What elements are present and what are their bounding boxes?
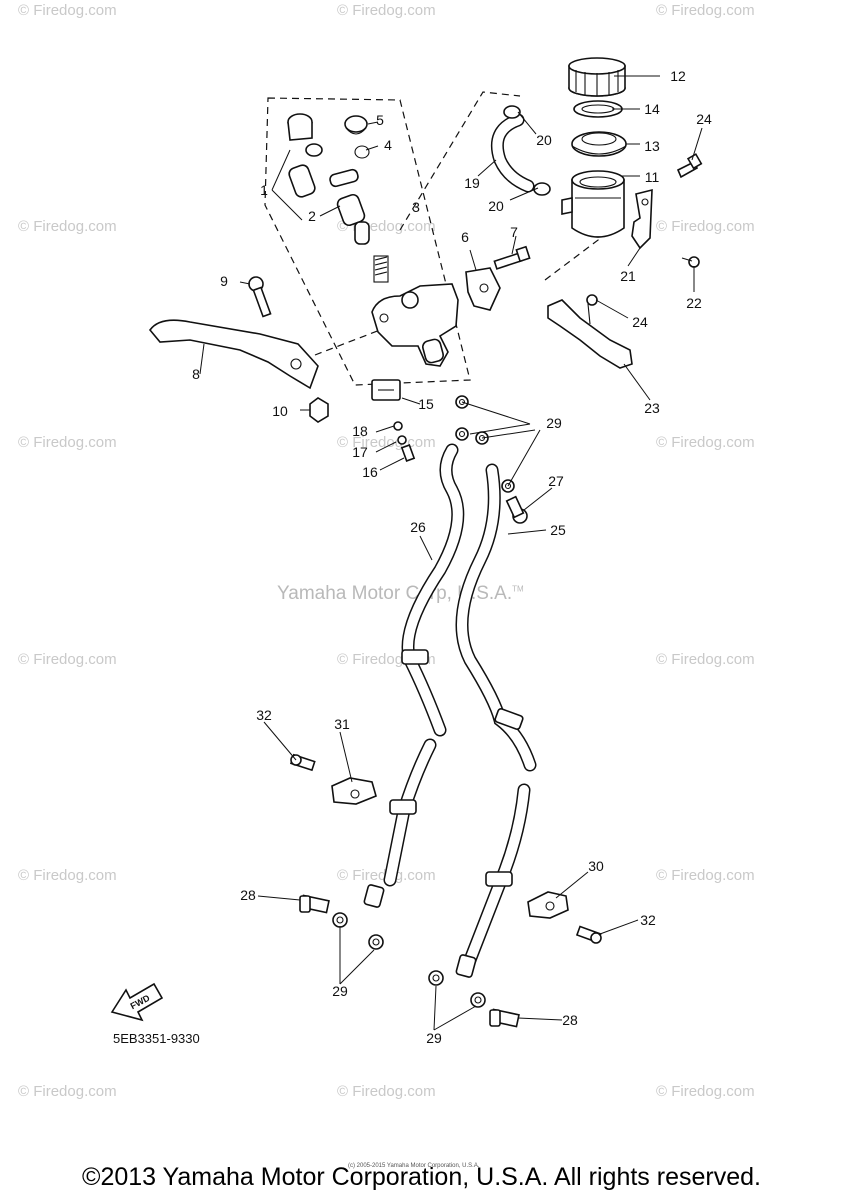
callout-32: 32 — [256, 707, 272, 723]
callout-14: 14 — [644, 101, 660, 117]
hose-guide-bracket — [547, 294, 633, 369]
brake-light-switch — [371, 379, 401, 401]
hose-clip-lower — [533, 182, 551, 196]
callout-7: 7 — [510, 224, 518, 240]
watermark: © Firedog.com — [656, 867, 755, 884]
lever-link-outline — [314, 329, 381, 356]
hose-clip-upper — [503, 105, 521, 119]
bracket-screw — [681, 256, 700, 268]
holder-clamp — [465, 267, 501, 311]
copper-washer — [455, 395, 515, 493]
watermark: © Firedog.com — [18, 867, 117, 884]
watermark: © Firedog.com — [337, 1083, 436, 1100]
callout-20: 20 — [536, 132, 552, 148]
union-bolt-lower-right — [489, 1008, 520, 1028]
watermark: © Firedog.com — [18, 2, 117, 19]
watermark: © Firedog.com — [656, 2, 755, 19]
fine-print: (c) 2005-2015 Yamaha Motor Corporation, … — [348, 1163, 480, 1169]
watermark: © Firedog.com — [656, 1083, 755, 1100]
callout-12: 12 — [670, 68, 686, 84]
callout-17: 17 — [352, 444, 368, 460]
hose-clamp-left — [331, 777, 377, 805]
callout-1: 1 — [260, 182, 268, 198]
callout-29: 29 — [332, 983, 348, 999]
callout-23: 23 — [644, 400, 660, 416]
cylinder-cup — [287, 113, 313, 141]
diaphragm — [571, 131, 627, 157]
callout-24: 24 — [632, 314, 648, 330]
callout-22: 22 — [686, 295, 702, 311]
callout-3: 3 — [412, 199, 420, 215]
callout-leaders — [199, 75, 703, 1031]
watermark: © Firedog.com — [337, 434, 436, 451]
forward-arrow-icon — [110, 982, 164, 1022]
callout-32: 32 — [640, 912, 656, 928]
callout-28: 28 — [562, 1012, 578, 1028]
lever-nut — [309, 397, 329, 423]
hose-fitting — [363, 649, 524, 978]
union-bolt-lower-left — [299, 894, 330, 914]
hose-clamp-right — [527, 891, 569, 919]
push-rod — [329, 168, 359, 188]
callout-4: 4 — [384, 137, 392, 153]
callout-6: 6 — [461, 229, 469, 245]
diagram-part-code: 5EB3351-9330 — [113, 1031, 200, 1046]
hose-kit-outline — [399, 91, 521, 231]
reservoir-bracket — [631, 188, 653, 250]
watermark: © Firedog.com — [18, 1083, 117, 1100]
callout-30: 30 — [588, 858, 604, 874]
callout-2: 2 — [308, 208, 316, 224]
callout-21: 21 — [620, 268, 636, 284]
callout-28: 28 — [240, 887, 256, 903]
watermark: © Firedog.com — [337, 2, 436, 19]
piston-assembly — [288, 164, 370, 245]
callout-31: 31 — [334, 716, 350, 732]
callout-26: 26 — [410, 519, 426, 535]
master-cylinder-body — [371, 283, 459, 367]
copper-washer-lower — [332, 912, 486, 1008]
holder-bolt — [493, 245, 531, 270]
watermark: © Firedog.com — [18, 651, 117, 668]
callout-24: 24 — [696, 111, 712, 127]
callout-9: 9 — [220, 273, 228, 289]
callout-19: 19 — [464, 175, 480, 191]
clamp-bolt-right — [575, 925, 602, 944]
callout-25: 25 — [550, 522, 566, 538]
callout-11: 11 — [644, 169, 660, 185]
reservoir-body — [561, 170, 625, 238]
circlip — [305, 143, 370, 159]
watermark: © Firedog.com — [18, 218, 117, 235]
master-cylinder-kit-outline — [264, 97, 471, 386]
clamp-bolt-left — [289, 753, 316, 772]
reservoir-cap — [568, 57, 626, 97]
reservoir-bolt — [676, 153, 703, 179]
switch-screw — [393, 421, 416, 462]
spring — [373, 255, 389, 283]
union-bolt-upper — [505, 495, 528, 524]
callout-20: 20 — [488, 198, 504, 214]
lever-pivot-bolt — [248, 276, 272, 318]
center-watermark: Yamaha Motor Corp, U.S.A.TM — [277, 583, 524, 604]
callout-5: 5 — [376, 112, 384, 128]
callout-18: 18 — [352, 423, 368, 439]
copyright-footer: ©2013 Yamaha Motor Corporation, U.S.A. A… — [82, 1163, 761, 1191]
watermark: © Firedog.com — [18, 434, 117, 451]
callout-15: 15 — [418, 396, 434, 412]
dust-boot — [344, 115, 368, 135]
callout-13: 13 — [644, 138, 660, 154]
callout-27: 27 — [548, 473, 564, 489]
watermark: © Firedog.com — [656, 434, 755, 451]
brake-lever — [148, 319, 319, 390]
callout-8: 8 — [192, 366, 200, 382]
watermark: © Firedog.com — [656, 218, 755, 235]
diaphragm-plate — [573, 100, 623, 118]
watermark: © Firedog.com — [656, 651, 755, 668]
callout-29: 29 — [546, 415, 562, 431]
callout-10: 10 — [272, 403, 288, 419]
callout-16: 16 — [362, 464, 378, 480]
callout-29: 29 — [426, 1030, 442, 1046]
